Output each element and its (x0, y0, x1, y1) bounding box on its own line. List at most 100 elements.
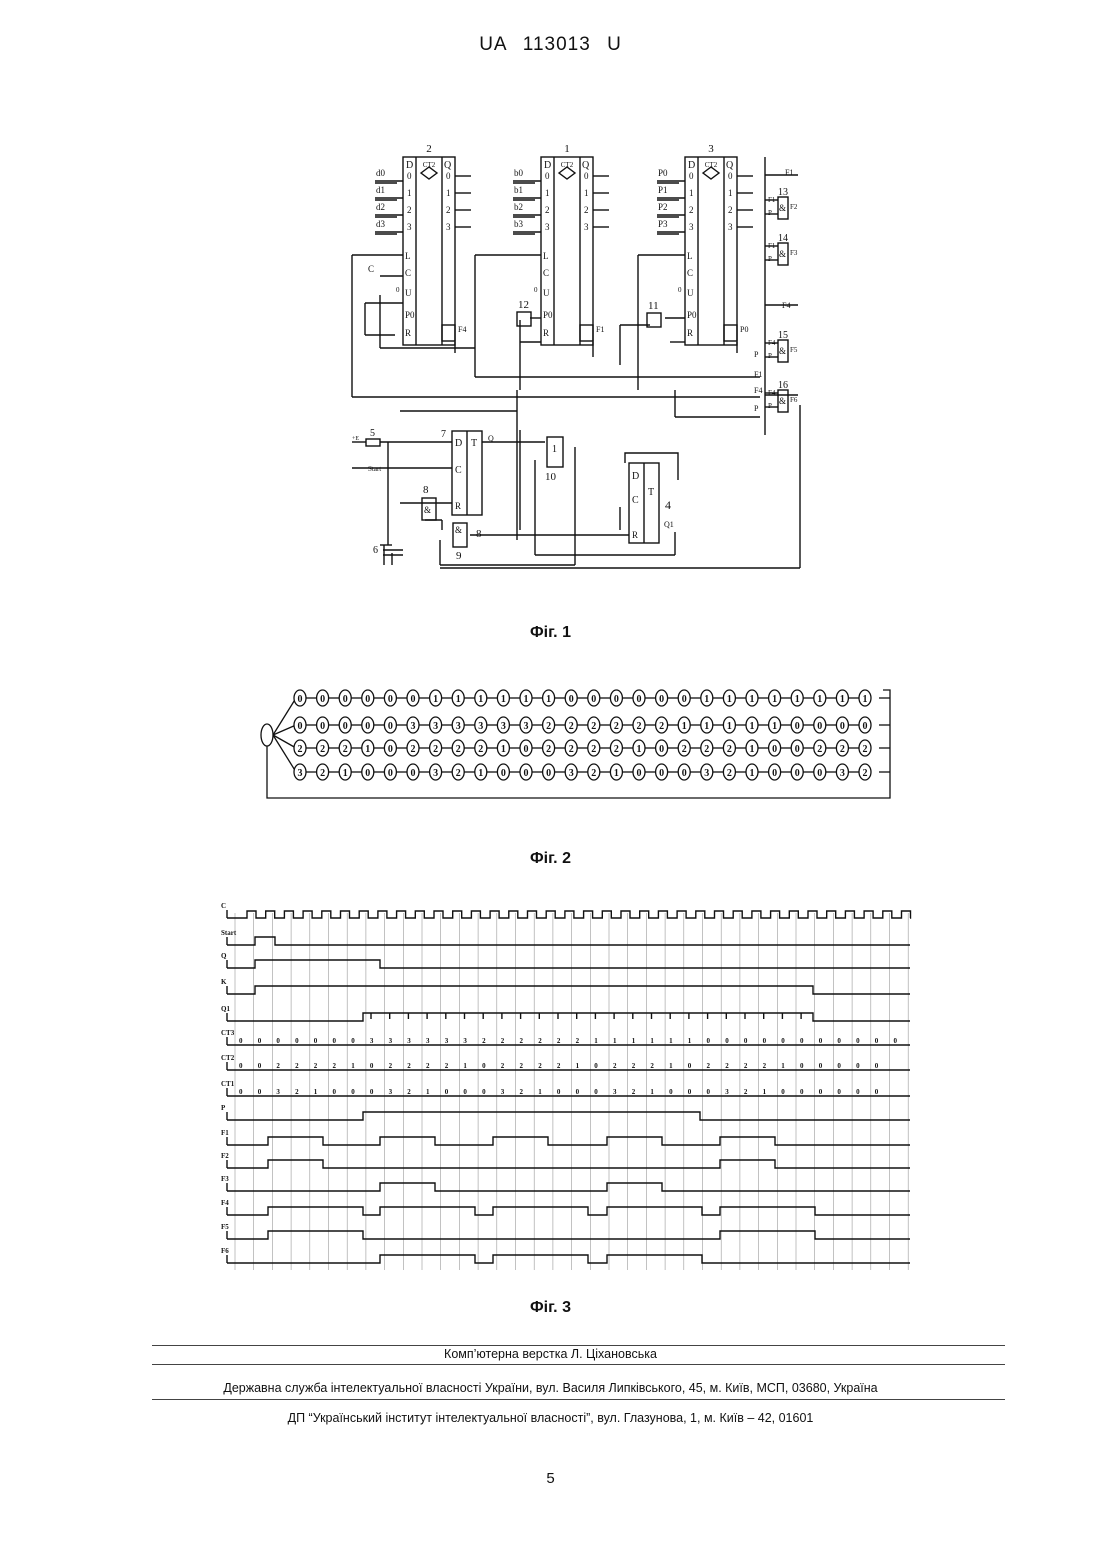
state-value: 0 (659, 768, 664, 779)
state-value: 0 (388, 768, 393, 779)
ct3-value: 0 (239, 1037, 243, 1045)
state-value: 0 (772, 768, 777, 779)
ct2-value: 2 (501, 1062, 505, 1070)
ct2-value: 2 (650, 1062, 654, 1070)
counter-input-label: b1 (514, 185, 523, 195)
state-value: 0 (795, 768, 800, 779)
state-value: 0 (365, 721, 370, 732)
footer-rule-middle (152, 1364, 1005, 1365)
counter-control-pin: U (687, 288, 694, 298)
wave-Q1 (227, 1013, 910, 1021)
state-value: 3 (411, 721, 416, 732)
counter-input-pin: 1 (545, 188, 550, 198)
counter-type-label: CT2 (705, 161, 718, 169)
state-value: 0 (682, 694, 687, 705)
page-number: 5 (0, 1470, 1101, 1487)
wave-P (227, 1112, 910, 1120)
gate-12 (517, 312, 531, 326)
state-value: 1 (727, 694, 732, 705)
counter-input-pin: 0 (407, 171, 412, 181)
state-value: 1 (501, 694, 506, 705)
wave-Q (227, 960, 910, 968)
ct3-value: 3 (389, 1037, 393, 1045)
wave-F3 (227, 1183, 910, 1191)
state-value: 1 (772, 694, 777, 705)
gate-output-label: F2 (790, 203, 798, 211)
ct1-value: 0 (781, 1088, 785, 1096)
state-value: 2 (478, 744, 483, 755)
capacitor-number: 6 (373, 545, 378, 556)
state-value: 0 (569, 694, 574, 705)
trigger-pin: R (632, 530, 638, 540)
state-value: 0 (343, 694, 348, 705)
counter-control-pin: L (405, 251, 411, 261)
counter-pin-q: Q (726, 160, 734, 171)
state-value: 0 (501, 768, 506, 779)
ct1-value: 0 (445, 1088, 449, 1096)
gate-input-label: P (768, 255, 772, 263)
state-value: 2 (863, 768, 868, 779)
state-value: 2 (727, 744, 732, 755)
ct1-value: 0 (333, 1088, 337, 1096)
ct2-value: 1 (781, 1062, 785, 1070)
gate-number: 13 (778, 187, 788, 198)
state-value: 0 (863, 721, 868, 732)
counter-control-pin: R (543, 328, 549, 338)
ct3-value: 0 (276, 1037, 280, 1045)
counter-carry-label: F4 (458, 325, 466, 334)
ct3-value: 0 (333, 1037, 337, 1045)
footer-institute-address: ДП “Український інститут інтелектуальної… (0, 1411, 1101, 1425)
gate-number: 16 (778, 380, 788, 391)
state-value: 0 (524, 768, 529, 779)
state-value: 1 (817, 694, 822, 705)
footer-rule-bottom (152, 1399, 1005, 1400)
trigger-pin: D (455, 438, 462, 449)
state-value: 0 (817, 721, 822, 732)
state-value: 3 (524, 721, 529, 732)
ct1-value: 0 (856, 1088, 860, 1096)
ct1-value: 0 (239, 1088, 243, 1096)
state-value: 3 (704, 768, 709, 779)
ct2-value: 1 (669, 1062, 673, 1070)
state-value: 1 (704, 694, 709, 705)
fig2-branch-edge (273, 735, 296, 772)
ct3-value: 1 (594, 1037, 598, 1045)
state-value: 2 (817, 744, 822, 755)
state-value: 2 (320, 768, 325, 779)
ct3-value: 0 (295, 1037, 299, 1045)
state-value: 0 (411, 768, 416, 779)
ct3-value: 0 (707, 1037, 711, 1045)
counter-control-pin: U (405, 288, 412, 298)
ct2-value: 2 (744, 1062, 748, 1070)
state-value: 0 (546, 768, 551, 779)
state-value: 1 (456, 694, 461, 705)
state-value: 1 (433, 694, 438, 705)
state-value: 0 (411, 694, 416, 705)
state-value: 2 (591, 768, 596, 779)
ct2-value: 2 (763, 1062, 767, 1070)
state-value: 0 (388, 744, 393, 755)
counter-input-label: b3 (514, 219, 524, 229)
state-value: 1 (750, 768, 755, 779)
ct2-value: 2 (295, 1062, 299, 1070)
fig2-state-graph: 0000001111110000001111111100000333333222… (255, 680, 900, 805)
gate-number: 12 (518, 299, 529, 311)
state-value: 0 (637, 694, 642, 705)
supply-label: +E (352, 436, 359, 442)
ct2-value: 1 (463, 1062, 467, 1070)
ct1-value: 2 (295, 1088, 299, 1096)
ct2-value: 2 (314, 1062, 318, 1070)
ct2-value: 2 (445, 1062, 449, 1070)
ct2-value: 0 (239, 1062, 243, 1070)
ct2-value: 1 (576, 1062, 580, 1070)
gate-symbol: & (779, 203, 786, 213)
state-value: 0 (840, 721, 845, 732)
state-value: 2 (456, 768, 461, 779)
ct1-value: 3 (501, 1088, 505, 1096)
trigger-pin: R (455, 501, 461, 511)
counter-input-label: d1 (376, 185, 385, 195)
bus-label: P (754, 404, 759, 413)
counter-output-pin: 0 (446, 171, 451, 181)
state-value: 1 (478, 694, 483, 705)
signal-label: F1 (221, 1129, 229, 1137)
